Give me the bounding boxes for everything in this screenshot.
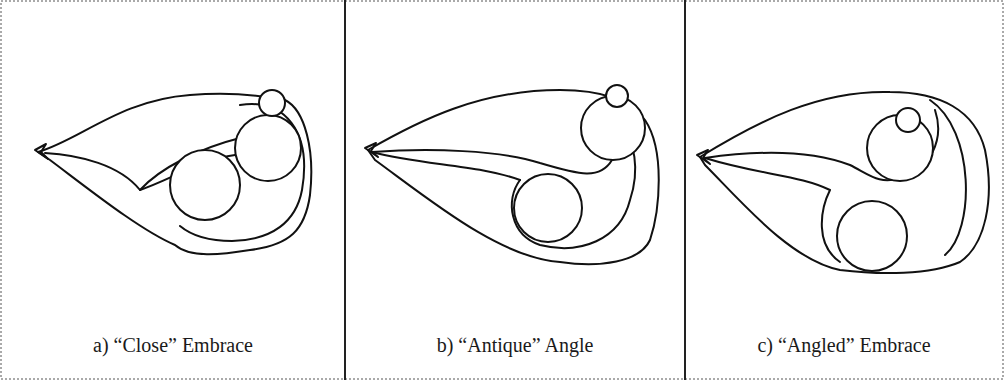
panel-divider (344, 0, 346, 380)
figure-panel: b) “Antique” Angle (346, 2, 684, 378)
angled-embrace-sketch (697, 92, 989, 273)
figure-panel: a) “Close” Embrace (2, 2, 344, 378)
panel-caption: a) “Close” Embrace (2, 334, 344, 357)
panel-caption: c) “Angled” Embrace (686, 334, 1002, 357)
panel-caption: b) “Antique” Angle (346, 334, 684, 357)
close-embrace-sketch (35, 90, 311, 254)
panel-divider (684, 0, 686, 380)
antique-angle-sketch (365, 85, 659, 264)
figure-panel: c) “Angled” Embrace (686, 2, 1002, 378)
